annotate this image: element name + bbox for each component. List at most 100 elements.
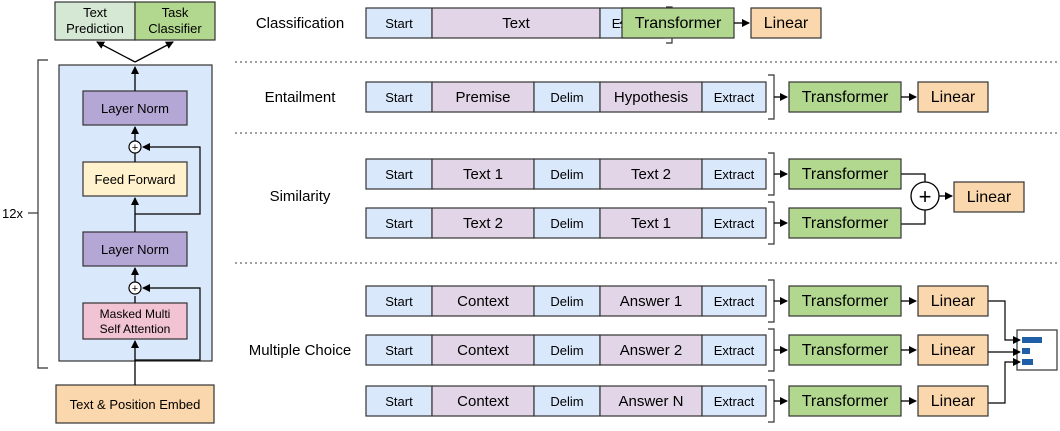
mc-row-2-token-1-box xyxy=(431,334,535,366)
similarity-row-1-token-4-label: Extract xyxy=(714,167,755,182)
mc-row-3-token-1-box xyxy=(431,385,535,417)
similarity-line-top xyxy=(900,173,926,182)
softmax-bar-2 xyxy=(1022,348,1030,354)
softmax-bar-3 xyxy=(1022,359,1033,365)
entailment-bracket xyxy=(768,74,775,120)
mc-transformer-1-label: Transformer xyxy=(802,293,889,310)
entailment-token-4-box xyxy=(701,81,767,113)
mc-row-1-token-3-box xyxy=(599,285,703,317)
arrow-to-task-classifier xyxy=(134,41,174,63)
residual-connection-2 xyxy=(135,143,201,215)
task-classifier-box xyxy=(134,1,216,41)
task-label-classification: Classification xyxy=(256,15,344,32)
similarity-linear-box xyxy=(953,181,1025,213)
text-prediction-label-1: Text xyxy=(83,5,107,20)
mc-row-3-token-0-box xyxy=(365,385,433,417)
mc-line-3 xyxy=(988,358,1021,404)
entailment-transformer-label: Transformer xyxy=(802,89,889,106)
text-prediction-box xyxy=(54,1,136,41)
feed-forward-box xyxy=(82,161,188,197)
classification-token-1-label: Text xyxy=(502,15,530,32)
mc-row-3-token-0-label: Start xyxy=(385,394,413,409)
mc-row-3-token-2-label: Delim xyxy=(550,394,583,409)
masked-attention-box xyxy=(82,302,188,340)
mc-row-2-token-4-label: Extract xyxy=(714,343,755,358)
mc-row-2-token-3-label: Answer 2 xyxy=(620,342,683,359)
softmax-bar-1 xyxy=(1022,337,1042,343)
masked-attention-label-2: Self Attention xyxy=(100,322,171,336)
similarity-row-1-token-4-box xyxy=(701,158,767,190)
mc-row-3-token-1-label: Context xyxy=(457,393,510,410)
similarity-line-bottom xyxy=(900,210,926,225)
similarity-row-1-token-0-label: Start xyxy=(385,167,413,182)
similarity-row-2-token-3-label: Text 1 xyxy=(631,215,671,232)
similarity-transformer-2-label: Transformer xyxy=(802,215,889,232)
similarity-row-2-token-2-label: Delim xyxy=(550,216,583,231)
mc-linear-1-box xyxy=(917,285,989,317)
mc-row-1-token-0-label: Start xyxy=(385,294,413,309)
classification-transformer-box xyxy=(621,7,735,39)
residual-connection-1 xyxy=(135,284,201,361)
mc-row-2-token-3-box xyxy=(599,334,703,366)
mc-transformer-2-box xyxy=(788,334,902,366)
similarity-row-2-token-0-box xyxy=(365,207,433,239)
embed-label: Text & Position Embed xyxy=(70,397,201,412)
similarity-row-2-token-4-label: Extract xyxy=(714,216,755,231)
add-node-1-plus: + xyxy=(132,283,138,295)
mc-linear-1-label: Linear xyxy=(931,293,976,310)
classification-token-1-box xyxy=(431,7,601,39)
entailment-token-3-box xyxy=(599,81,703,113)
mc-row-2-token-4-box xyxy=(701,334,767,366)
entailment-token-3-label: Hypothesis xyxy=(614,89,688,106)
masked-attention-label-1: Masked Multi xyxy=(100,307,171,321)
mc-row-3-token-2-box xyxy=(533,385,601,417)
classification-linear-box xyxy=(750,7,822,39)
layer-norm-top-box xyxy=(82,90,188,126)
add-node-2-plus: + xyxy=(132,142,138,154)
similarity-transformer-2-box xyxy=(788,207,902,239)
entailment-token-1-label: Premise xyxy=(455,89,510,106)
entailment-token-2-box xyxy=(533,81,601,113)
classification-token-0-box xyxy=(365,7,433,39)
mc-row-3-token-3-label: Answer N xyxy=(618,393,683,410)
entailment-token-4-label: Extract xyxy=(714,90,755,105)
mc-row-2-token-0-box xyxy=(365,334,433,366)
entailment-token-0-box xyxy=(365,81,433,113)
entailment-token-0-label: Start xyxy=(385,90,413,105)
layer-norm-bottom-box xyxy=(82,231,188,267)
mc-bracket-1 xyxy=(768,279,775,323)
mc-row-1-token-4-box xyxy=(701,285,767,317)
feed-forward-label: Feed Forward xyxy=(95,172,176,187)
similarity-linear-label: Linear xyxy=(967,189,1012,206)
mc-row-1-token-2-box xyxy=(533,285,601,317)
architecture-panel: Text Prediction Task Classifier 12x Laye… xyxy=(2,1,216,424)
task-label-multiple-choice: Multiple Choice xyxy=(249,342,352,359)
classification-linear-label: Linear xyxy=(764,15,809,32)
mc-row-1-token-0-box xyxy=(365,285,433,317)
classification-transformer-label: Transformer xyxy=(635,15,722,32)
similarity-row-2-token-1-label: Text 2 xyxy=(463,215,503,232)
mc-row-3-token-3-box xyxy=(599,385,703,417)
mc-linear-3-box xyxy=(917,385,989,417)
mc-row-1-token-4-label: Extract xyxy=(714,294,755,309)
task-rows: StartTextExtractTransformerLinearStartPr… xyxy=(365,6,1025,423)
mc-linear-3-label: Linear xyxy=(931,393,976,410)
classification-token-0-label: Start xyxy=(385,16,413,31)
mc-line-1 xyxy=(988,300,1021,344)
mc-row-2-token-1-label: Context xyxy=(457,342,510,359)
repeat-label: 12x xyxy=(2,206,23,221)
mc-row-2-token-2-label: Delim xyxy=(550,343,583,358)
mc-row-1-token-2-label: Delim xyxy=(550,294,583,309)
arrow-to-text-prediction xyxy=(96,41,136,63)
similarity-bracket-1 xyxy=(768,152,775,196)
mc-linear-2-box xyxy=(917,334,989,366)
entailment-token-2-label: Delim xyxy=(550,90,583,105)
mc-linear-2-label: Linear xyxy=(931,342,976,359)
text-prediction-label-2: Prediction xyxy=(66,21,124,36)
mc-row-2-token-0-label: Start xyxy=(385,343,413,358)
task-classifier-label-2: Classifier xyxy=(148,21,202,36)
entailment-linear-box xyxy=(917,81,989,113)
repeat-bracket xyxy=(37,59,48,369)
similarity-transformer-1-label: Transformer xyxy=(802,166,889,183)
